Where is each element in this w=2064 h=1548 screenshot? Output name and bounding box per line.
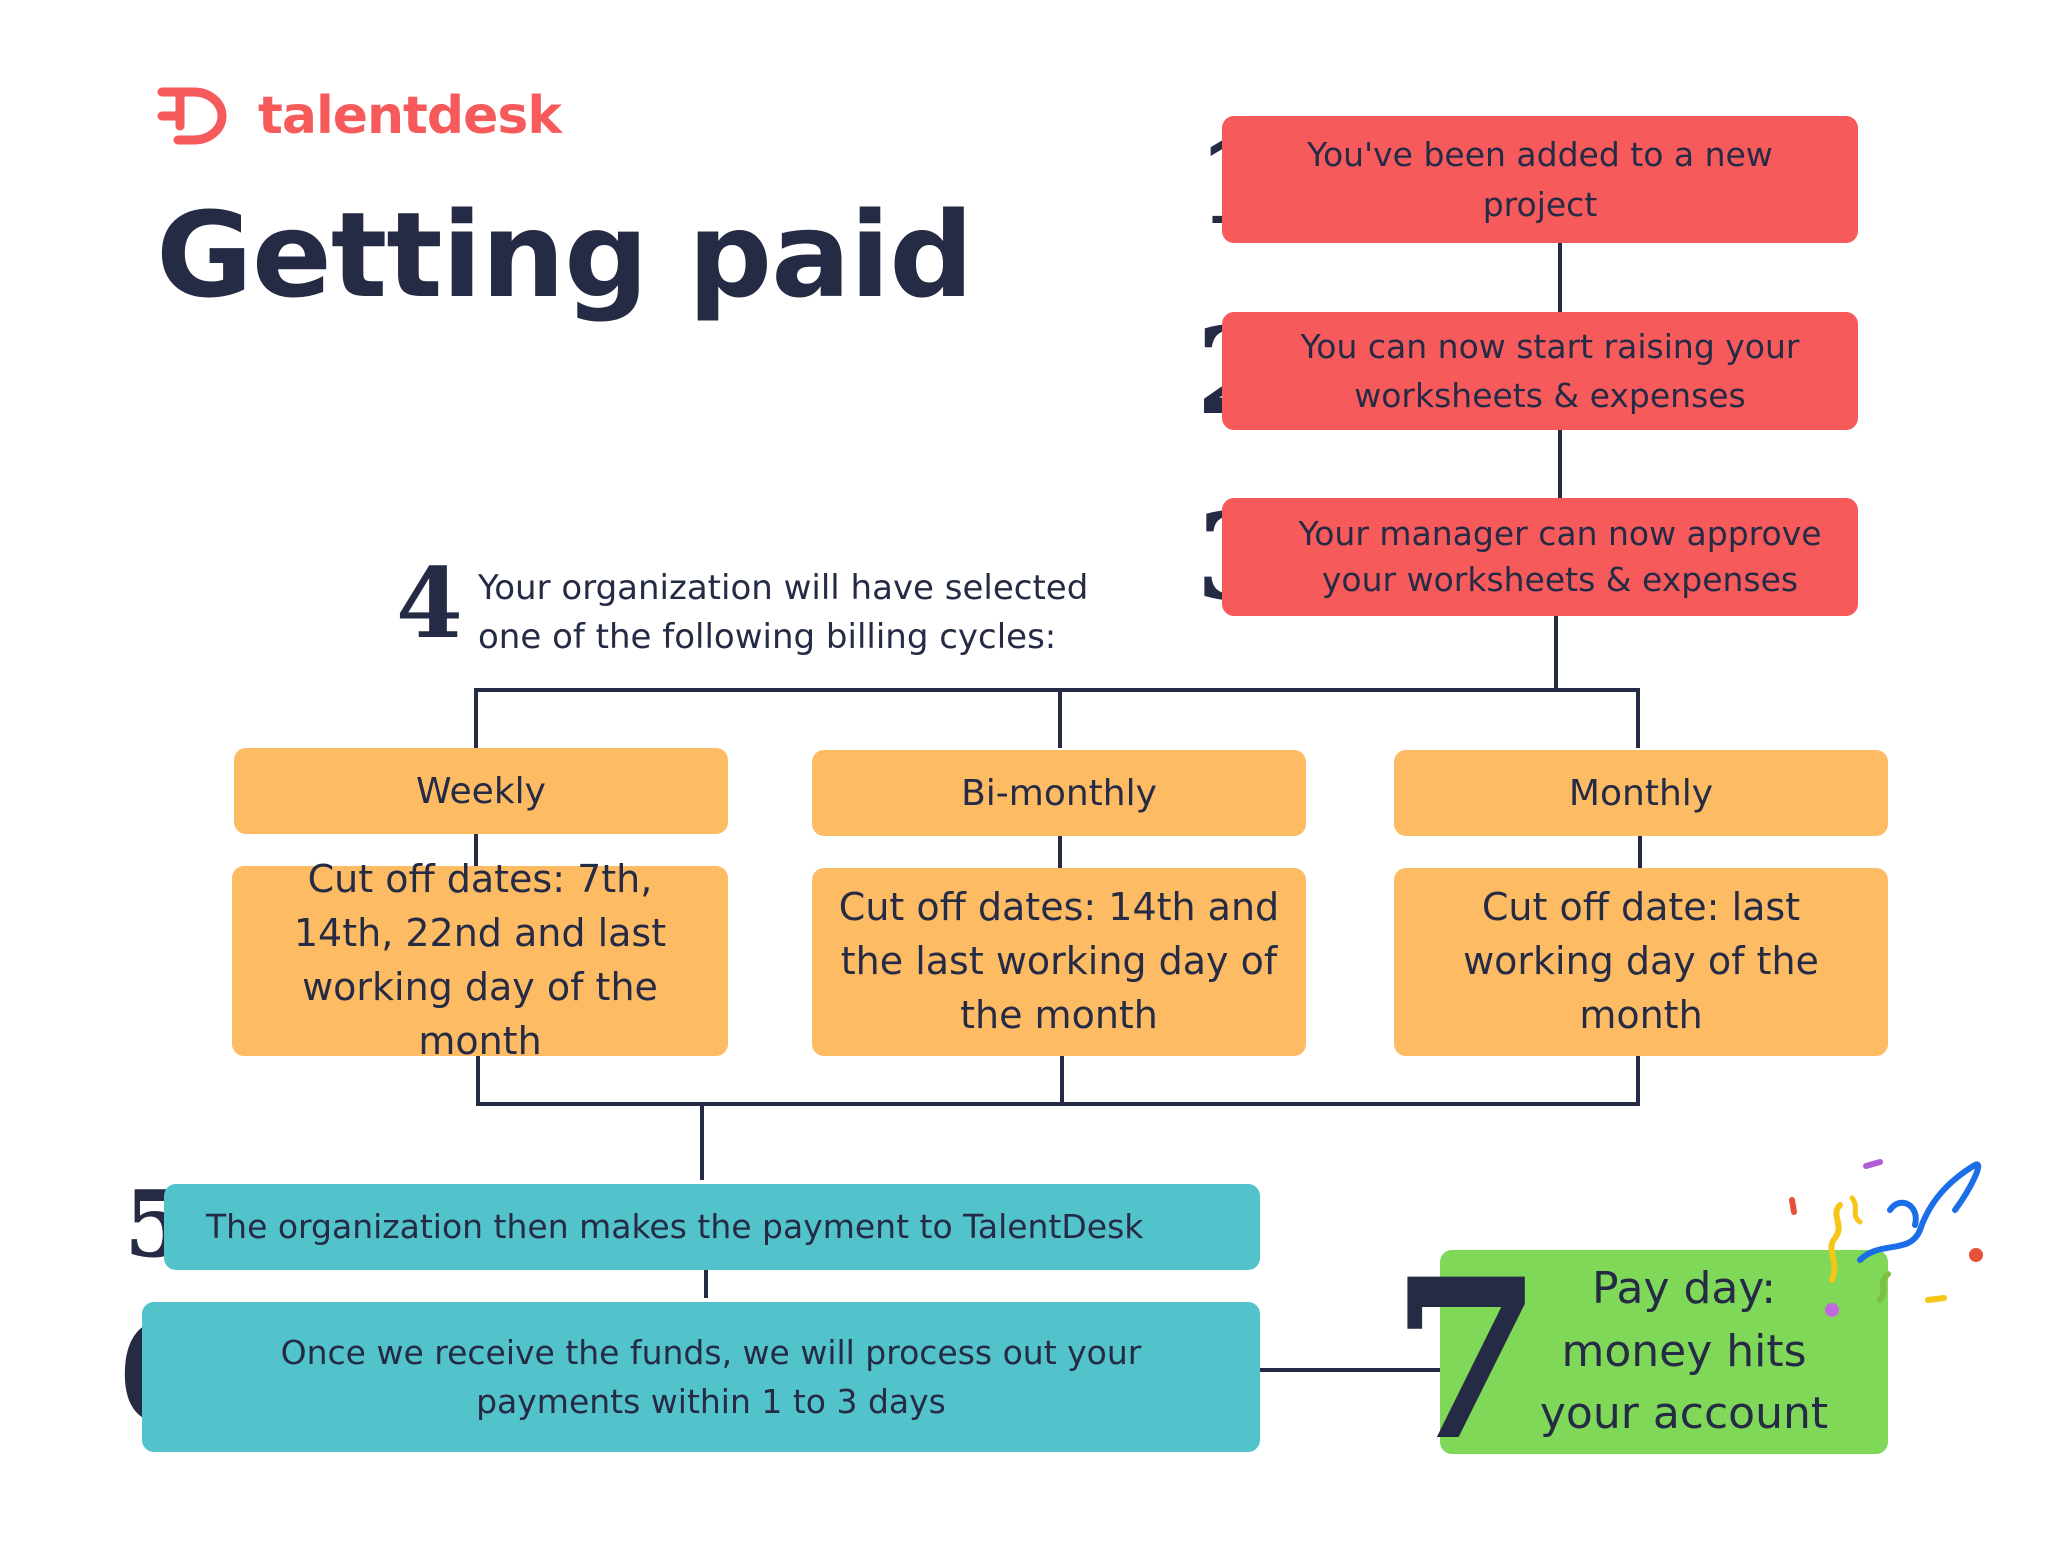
cycle-monthly-title-box: Monthly [1394,750,1888,836]
brand-name: talentdesk [258,86,562,146]
step-5-text: The organization then makes the payment … [206,1207,1144,1247]
cycle-weekly-detail: Cut off dates: 7th, 14th, 22nd and last … [293,857,667,1063]
brand-logo: talentdesk [154,80,562,152]
step-1-text: You've been added to a new project [1307,135,1773,224]
cycle-monthly-detail: Cut off date: last working day of the mo… [1463,885,1819,1037]
step-1-box: You've been added to a new project [1222,116,1858,243]
cycle-bimonthly-detail: Cut off dates: 14th and the last working… [838,885,1280,1037]
cycle-monthly-detail-box: Cut off date: last working day of the mo… [1394,868,1888,1056]
step-6-text: Once we receive the funds, we will proce… [280,1332,1142,1422]
cycle-weekly-detail-box: Cut off dates: 7th, 14th, 22nd and last … [232,857,728,1063]
page-title: Getting paid [156,186,974,324]
step-5-box: The organization then makes the payment … [164,1184,1260,1270]
step-6-box: Once we receive the funds, we will proce… [142,1302,1260,1452]
step-7-box: Pay day: money hits your account [1440,1250,1888,1454]
step-2-box: You can now start raising your worksheet… [1222,312,1858,430]
step-4-number: 4 [396,547,463,660]
step-3-box: Your manager can now approve your worksh… [1222,498,1858,616]
cycle-weekly-title-box: Weekly [234,748,728,834]
cycle-monthly-name: Monthly [1568,772,1714,814]
cycle-weekly-name: Weekly [416,770,546,812]
step-7-text: Pay day: money hits your account [1539,1263,1829,1440]
cycle-bimonthly-detail-box: Cut off dates: 14th and the last working… [812,868,1306,1056]
step-2-text: You can now start raising your worksheet… [1300,326,1800,416]
confetti-icon [1789,1159,1983,1317]
step-4-text: Your organization will have selected one… [478,568,1089,658]
step-3-text: Your manager can now approve your worksh… [1298,513,1822,599]
talentdesk-logo-icon [157,87,227,145]
step-7-number: 7 [1390,1230,1544,1489]
cycle-bimonthly-name: Bi-monthly [961,772,1157,814]
cycle-bimonthly-title-box: Bi-monthly [812,750,1306,836]
